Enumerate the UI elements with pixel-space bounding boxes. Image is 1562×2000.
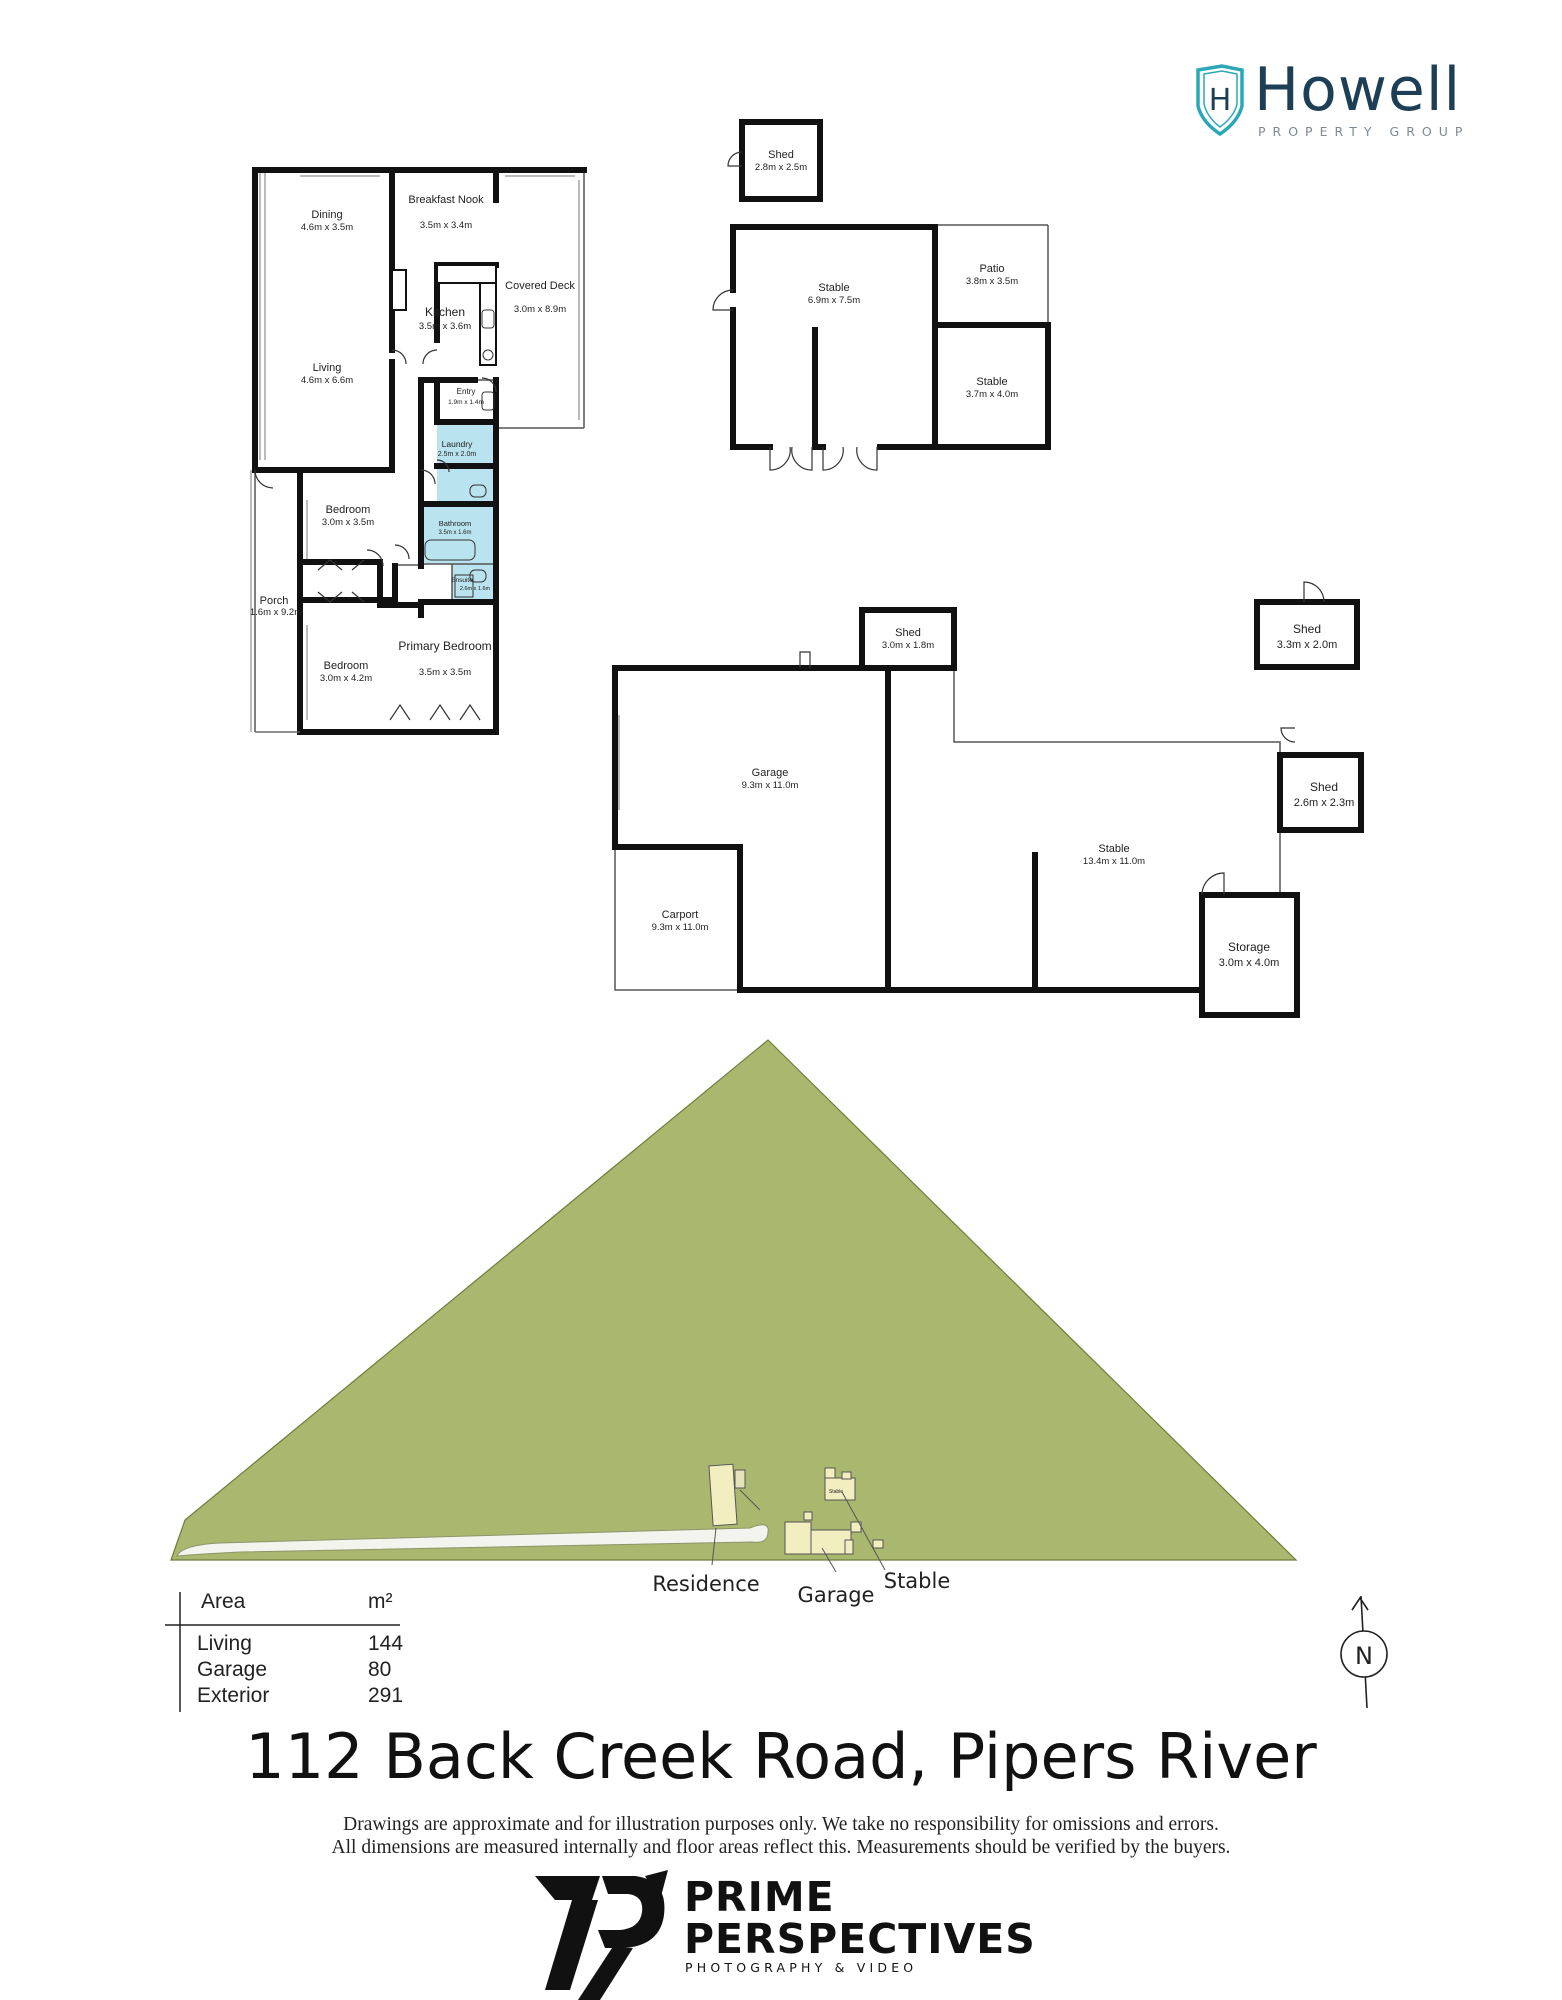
room-size: 2.6m x 1.6m	[460, 586, 491, 592]
room-name: Laundry	[442, 439, 473, 449]
room-name: Breakfast Nook	[408, 194, 484, 206]
room-name: Shed	[1310, 780, 1338, 794]
room-name: Carport	[662, 909, 699, 921]
room-name: Stable	[818, 282, 849, 294]
site-label-stable: Stable	[884, 1569, 951, 1593]
room-name: Garage	[752, 767, 789, 779]
room-name: Patio	[979, 263, 1004, 275]
room-size: 3.0m x 4.2m	[320, 673, 372, 684]
room-size: 4.6m x 6.6m	[301, 375, 353, 386]
room-name: Dining	[311, 209, 342, 221]
room-name: Porch	[260, 595, 289, 607]
land-parcel	[170, 1039, 1298, 1561]
room-size: 2.6m x 2.3m	[1294, 797, 1355, 809]
area-row-label: Exterior	[197, 1684, 270, 1707]
area-row-label: Garage	[197, 1658, 268, 1681]
room-size: 3.0m x 3.5m	[322, 517, 374, 528]
room-size: 3.7m x 4.0m	[966, 389, 1018, 400]
room-name: Covered Deck	[505, 280, 575, 292]
room-size: 3.0m x 1.8m	[882, 640, 934, 651]
room-size: 9.3m x 11.0m	[652, 922, 709, 933]
north-compass-icon	[1340, 1595, 1388, 1709]
room-size: 2.8m x 2.5m	[755, 162, 807, 173]
room-name: Stable	[976, 376, 1007, 388]
area-col-label: Area	[201, 1590, 246, 1613]
garage-footprint	[784, 1521, 812, 1555]
area-row-value: 291	[368, 1684, 404, 1707]
room-size: 3.0m x 4.0m	[1219, 957, 1280, 969]
room-size: 1.6m x 9.2m	[250, 607, 302, 618]
room-name: Bedroom	[324, 660, 369, 672]
area-col-unit: m²	[368, 1590, 393, 1613]
room-name: Kitchen	[425, 305, 465, 319]
room-size: 1.9m x 1.4m	[448, 399, 484, 406]
room-size: 3.5m x 3.5m	[419, 667, 471, 678]
room-name: Storage	[1228, 940, 1270, 954]
room-size: 6.9m x 7.5m	[808, 295, 860, 306]
residence-footprint	[708, 1463, 738, 1527]
room-size: 2.5m x 2.0m	[438, 451, 477, 458]
room-name: Bathroom	[439, 519, 472, 528]
laundry-wc-wet-area	[437, 466, 496, 504]
room-name: Entry	[457, 387, 476, 396]
room-size: 4.6m x 3.5m	[301, 222, 353, 233]
area-row-value: 144	[368, 1632, 404, 1655]
brand-name: Howell	[1254, 55, 1462, 125]
room-name: Ensuite	[451, 577, 473, 584]
laundry-wet-area	[437, 422, 496, 466]
photographer-tagline: PHOTOGRAPHY & VIDEO	[685, 1960, 918, 1975]
room-size: 9.3m x 11.0m	[742, 780, 799, 791]
property-address: 112 Back Creek Road, Pipers River	[245, 1720, 1317, 1793]
photographer-name-line2: PERSPECTIVES	[684, 1915, 1036, 1963]
room-name: Shed	[768, 149, 794, 161]
driveway	[176, 1524, 769, 1557]
room-size: 3.0m x 8.9m	[514, 304, 566, 315]
room-name: Bedroom	[326, 504, 371, 516]
room-name: Living	[313, 362, 342, 374]
disclaimer: Drawings are approximate and for illustr…	[0, 1813, 1562, 1859]
room-name: Shed	[1293, 622, 1321, 636]
room-size: 13.4m x 11.0m	[1083, 856, 1145, 867]
photographer-name-line1: PRIME	[684, 1873, 835, 1921]
room-size: 3.8m x 3.5m	[966, 276, 1018, 287]
area-row-value: 80	[368, 1658, 392, 1681]
disclaimer-line: All dimensions are measured internally a…	[331, 1837, 1231, 1858]
room-name: Stable	[1098, 843, 1129, 855]
room-size: 3.5m x 3.6m	[419, 321, 471, 332]
compass-letter: N	[1355, 1642, 1373, 1670]
bathroom-wet-area	[421, 504, 496, 564]
site-label-garage: Garage	[798, 1583, 875, 1607]
room-size: 3.5m x 3.4m	[420, 220, 472, 231]
brand-tagline: PROPERTY GROUP	[1258, 124, 1470, 139]
room-size: 3.3m x 2.0m	[1277, 639, 1338, 651]
room-size: 3.5m x 1.6m	[438, 530, 471, 536]
disclaimer-line: Drawings are approximate and for illustr…	[343, 1814, 1219, 1835]
stable-footprint	[824, 1477, 856, 1501]
site-stable-tag: Stable	[829, 1489, 843, 1495]
room-name: Primary Bedroom	[398, 639, 491, 653]
site-label-residence: Residence	[652, 1572, 759, 1596]
area-row-label: Living	[197, 1632, 252, 1655]
room-name: Shed	[895, 627, 921, 639]
